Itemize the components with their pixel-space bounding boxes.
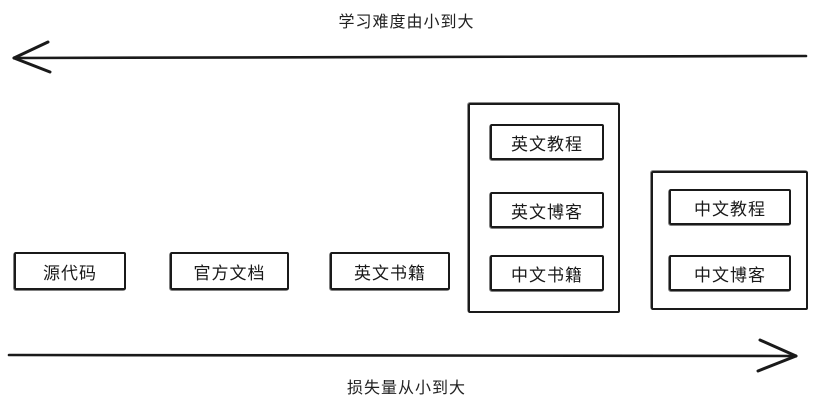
node-label: 中文书籍 bbox=[511, 265, 583, 286]
difficulty-axis-arrow bbox=[12, 40, 808, 74]
node-label: 英文教程 bbox=[511, 134, 583, 155]
node-official-docs[interactable]: 官方文档 bbox=[169, 252, 289, 291]
node-chinese-blog[interactable]: 中文博客 bbox=[668, 255, 791, 292]
node-chinese-tutorial[interactable]: 中文教程 bbox=[668, 189, 791, 226]
node-label: 源代码 bbox=[43, 263, 97, 284]
node-chinese-books[interactable]: 中文书籍 bbox=[489, 255, 604, 292]
group-chinese-resources[interactable]: 中文教程 中文博客 bbox=[650, 170, 808, 310]
node-label: 英文博客 bbox=[511, 202, 583, 223]
group-english-resources[interactable]: 英文教程 英文博客 中文书籍 bbox=[467, 102, 620, 313]
node-label: 中文教程 bbox=[694, 199, 766, 220]
node-english-tutorial[interactable]: 英文教程 bbox=[489, 124, 604, 161]
top-axis-label: 学习难度由小到大 bbox=[338, 12, 475, 31]
node-english-books[interactable]: 英文书籍 bbox=[329, 252, 450, 291]
loss-axis-arrow bbox=[7, 338, 798, 373]
node-label: 英文书籍 bbox=[354, 263, 426, 284]
node-label: 中文博客 bbox=[694, 265, 766, 286]
bottom-axis-label: 损失量从小到大 bbox=[346, 378, 466, 397]
node-source-code[interactable]: 源代码 bbox=[13, 252, 126, 291]
node-label: 官方文档 bbox=[193, 263, 266, 284]
node-english-blog[interactable]: 英文博客 bbox=[489, 192, 604, 229]
